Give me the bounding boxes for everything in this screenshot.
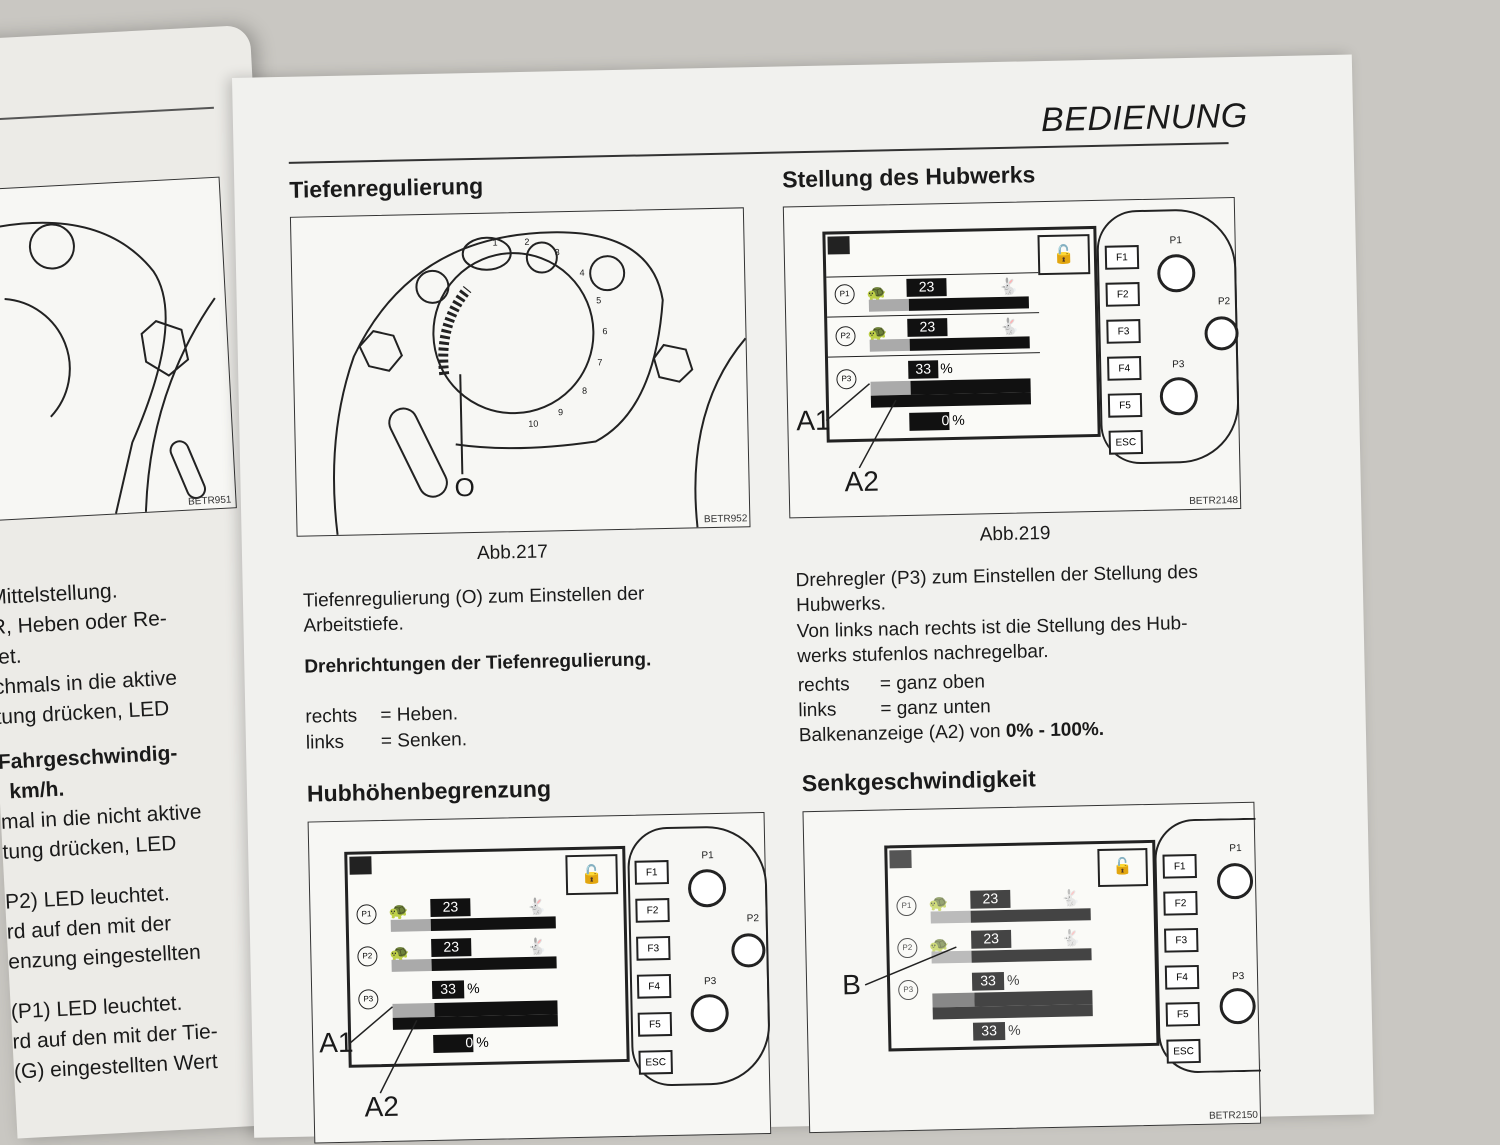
dial-number: 4 xyxy=(579,267,585,278)
tiefen-row-1-key: links xyxy=(305,731,345,754)
hubwerk-callout-lines xyxy=(825,383,897,469)
hubwerk-bar-prefix: Balkenanzeige (A2) von xyxy=(798,720,1007,747)
tiefen-para-2: Arbeitstiefe. xyxy=(303,613,405,637)
hubwerk-line-3: werks stufenlos nachregelbar. xyxy=(797,641,1049,668)
left-figure-code: BETR951 xyxy=(187,494,232,508)
tiefen-caption: Abb.217 xyxy=(476,541,549,564)
dial-number: 6 xyxy=(602,326,608,337)
left-figure-drawing xyxy=(0,221,216,514)
hubwerk-bar-range: 0% - 100%. xyxy=(1005,718,1105,742)
dial-number: 1 xyxy=(492,237,498,248)
dial-number: 9 xyxy=(557,406,564,417)
left-line-7: km/h. xyxy=(8,777,65,804)
dial-number: 7 xyxy=(597,357,603,368)
tiefen-figure-code: BETR952 xyxy=(703,513,748,526)
senk-figure: 🔓 P1 🐢 23 🐇 P2 🐢 23 🐇 P3 33 % 33 % F1 F2… xyxy=(802,801,1262,1134)
hubwerk-title: Stellung des Hubwerks xyxy=(781,161,1036,193)
left-line-2: R, Heben oder Re- xyxy=(0,606,168,640)
hubwerk-line-0: Drehregler (P3) zum Einstellen der Stell… xyxy=(795,561,1199,592)
tiefen-row-0-val: = Heben. xyxy=(380,703,459,727)
hubwerk-row-1-val: = ganz unten xyxy=(880,696,991,720)
hubhoehe-title: Hubhöhenbegrenzung xyxy=(306,775,552,807)
hubwerk-figure: 🔓 P1 🐢 23 🐇 P2 🐢 23 🐇 P3 33 % 0 % xyxy=(782,197,1242,519)
tiefen-title: Tiefenregulierung xyxy=(289,172,484,203)
left-rule xyxy=(0,106,214,121)
senk-figure-code: BETR2150 xyxy=(1208,1109,1259,1122)
tiefen-figure: O BETR952 1 2 3 4 5 6 7 8 9 10 xyxy=(289,207,751,537)
tiefen-row-1-val: = Senken. xyxy=(380,729,468,753)
tiefen-subheading: Drehrichtungen der Tiefenregulierung. xyxy=(304,649,652,678)
tiefen-para: Tiefenregulierung (O) zum Einstellen der xyxy=(302,583,645,612)
dial-number: 5 xyxy=(596,294,602,305)
hubwerk-bar-line: Balkenanzeige (A2) von 0% - 100%. xyxy=(799,717,1105,748)
dial-number: 10 xyxy=(528,418,539,429)
hubwerk-row-0-key: rechts xyxy=(797,674,850,697)
dial-number: 3 xyxy=(554,247,560,258)
left-line-3: tet. xyxy=(0,644,23,670)
dial-number: 8 xyxy=(581,385,588,396)
hubhoehe-figure: 🔓 P1 🐢 23 🐇 P2 🐢 23 🐇 P3 33 % 0 % F1 F2 … xyxy=(307,812,772,1144)
right-page: BEDIENUNG Tiefenregulierung O BETR952 1 2… xyxy=(232,54,1374,1144)
tiefen-row-0-key: rechts xyxy=(305,705,358,728)
hubwerk-row-0-val: = ganz oben xyxy=(879,671,986,695)
senk-callout-lines xyxy=(864,946,957,986)
left-page: BETR951 6 Mittelstellung. R, Heben oder … xyxy=(0,24,308,1139)
left-line-6: Fahrgeschwindig- xyxy=(0,741,178,774)
section-header: BEDIENUNG xyxy=(1040,96,1249,140)
hubwerk-row-1-key: links xyxy=(798,699,837,722)
left-line-5: tung drücken, LED xyxy=(0,696,170,730)
senk-title: Senkgeschwindigkeit xyxy=(801,765,1037,797)
header-rule xyxy=(288,142,1229,164)
tiefen-figure-drawing xyxy=(333,231,747,536)
hubwerk-figure-code: BETR2148 xyxy=(1189,495,1239,508)
dial-number: 2 xyxy=(524,237,530,248)
left-line-1: Mittelstellung. xyxy=(0,579,119,610)
left-figure: BETR951 xyxy=(0,176,237,521)
hubhoehe-callout-lines xyxy=(348,1006,418,1094)
tiefen-callout-o: O xyxy=(454,472,476,503)
hubwerk-line-1: Hubwerks. xyxy=(795,593,887,617)
hubwerk-caption: Abb.219 xyxy=(979,522,1051,546)
